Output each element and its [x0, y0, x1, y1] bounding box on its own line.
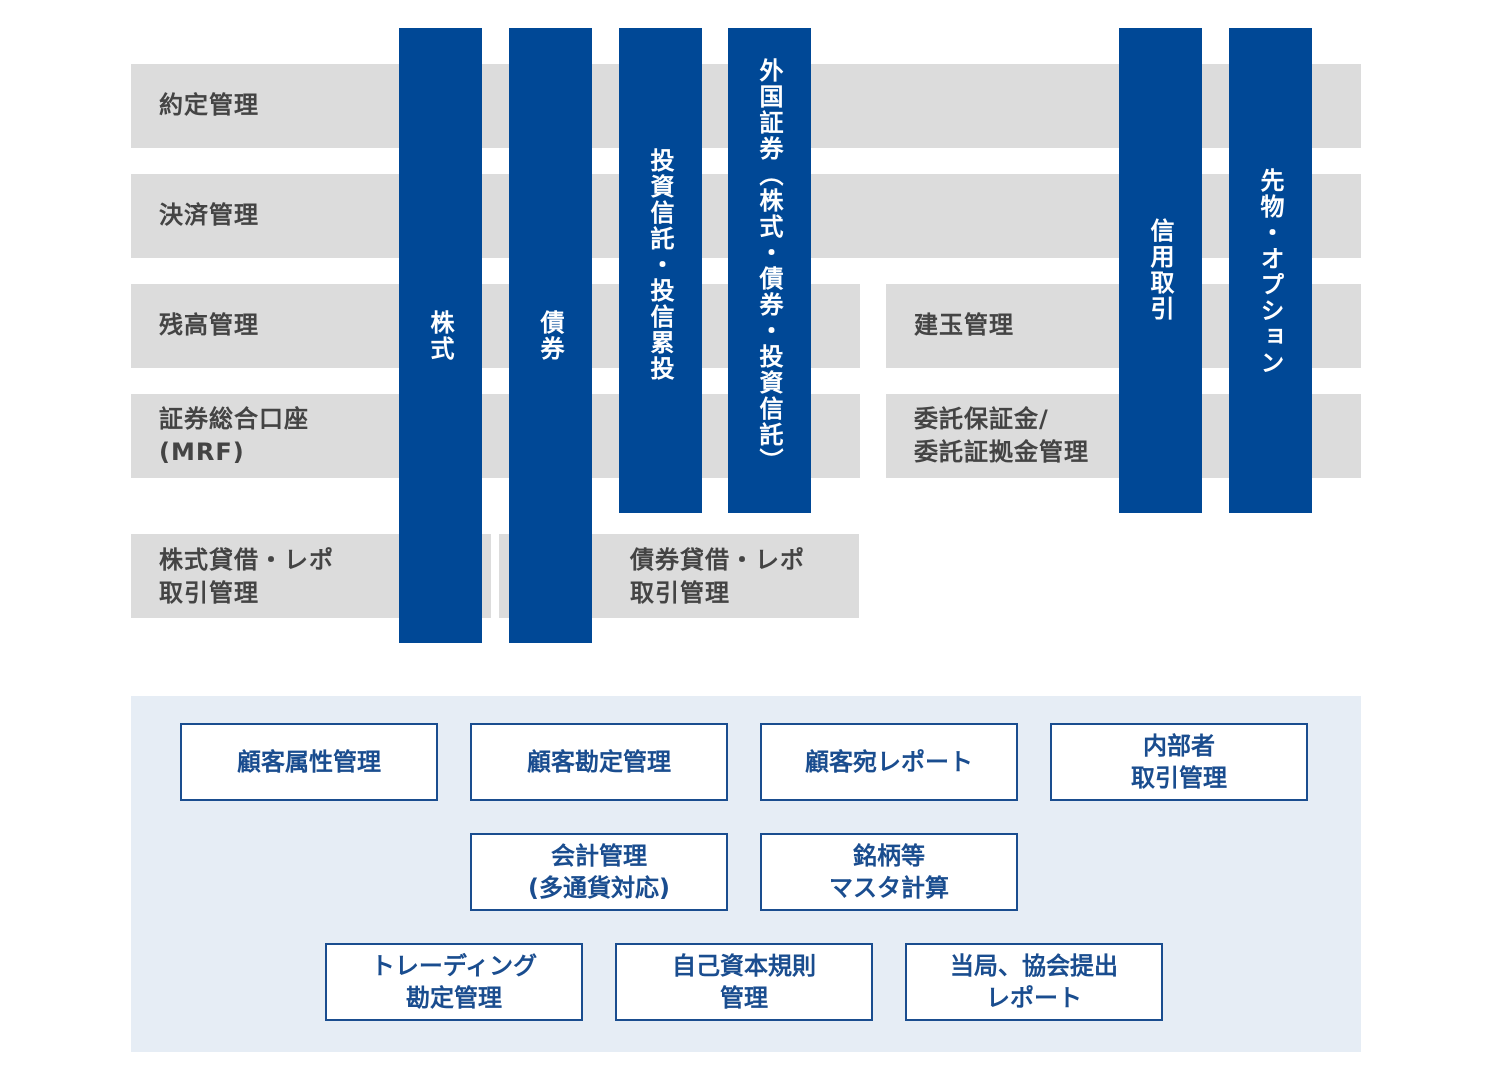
box-jiko-shihon-line1: 自己資本規則 — [672, 952, 816, 980]
box-naibusha: 内部者 取引管理 — [1050, 723, 1308, 801]
box-naibusha-line1: 内部者 — [1143, 732, 1215, 760]
box-trading-line2: 勘定管理 — [406, 984, 502, 1012]
box-jiko-shihon-line2: 管理 — [720, 984, 768, 1012]
box-meigara: 銘柄等 マスタ計算 — [760, 833, 1018, 911]
box-toukyoku-line2: レポート — [986, 984, 1082, 1012]
label-tategyoku: 建玉管理 — [914, 311, 1014, 339]
box-toukyoku-line1: 当局、協会提出 — [950, 952, 1118, 980]
box-jiko-shihon: 自己資本規則 管理 — [615, 943, 873, 1021]
column-saiken-label: 債券 — [536, 309, 564, 362]
label-itaku-1: 委託保証金/ — [914, 405, 1049, 433]
box-kaikei-line2: (多通貨対応) — [528, 874, 670, 902]
column-sakimono-label: 先物・オプション — [1256, 168, 1284, 376]
label-itaku-2: 委託証拠金管理 — [914, 438, 1089, 466]
label-shoken-2: (MRF) — [159, 438, 245, 466]
column-saiken: 債券 — [509, 28, 592, 643]
box-kokyaku-zokusei-label: 顧客属性管理 — [237, 748, 381, 776]
box-kokyaku-kanjo: 顧客勘定管理 — [470, 723, 728, 801]
column-gaikoku: 外国証券（株式・債券・投資信託） — [728, 28, 811, 513]
label-sai-repo-1: 債券貸借・レポ — [630, 546, 805, 574]
label-kabu-repo-1: 株式貸借・レポ — [159, 546, 334, 574]
column-toshin: 投資信託・投信累投 — [619, 28, 702, 513]
label-yakujo: 約定管理 — [159, 91, 259, 119]
column-kabushiki: 株式 — [399, 28, 482, 643]
box-kokyaku-kanjo-label: 顧客勘定管理 — [527, 748, 671, 776]
box-kaikei-line1: 会計管理 — [551, 842, 647, 870]
label-sai-repo-2: 取引管理 — [630, 579, 730, 607]
column-gaikoku-label: 外国証券（株式・債券・投資信託） — [755, 58, 783, 474]
label-kabu-repo-2: 取引管理 — [159, 579, 259, 607]
box-trading-line1: トレーディング — [370, 952, 538, 980]
label-kessai: 決済管理 — [159, 201, 259, 229]
box-toukyoku: 当局、協会提出 レポート — [905, 943, 1163, 1021]
label-shoken-1: 証券総合口座 — [159, 405, 309, 433]
box-kokyaku-report: 顧客宛レポート — [760, 723, 1018, 801]
column-kabushiki-label: 株式 — [426, 309, 454, 362]
box-meigara-line2: マスタ計算 — [829, 874, 949, 902]
column-shinyo: 信用取引 — [1119, 28, 1202, 513]
label-zandaka: 残高管理 — [159, 311, 259, 339]
box-kokyaku-report-label: 顧客宛レポート — [805, 748, 973, 776]
column-sakimono: 先物・オプション — [1229, 28, 1312, 513]
column-shinyo-label: 信用取引 — [1146, 218, 1174, 322]
box-kokyaku-zokusei: 顧客属性管理 — [180, 723, 438, 801]
box-naibusha-line2: 取引管理 — [1131, 764, 1227, 792]
box-kaikei: 会計管理 (多通貨対応) — [470, 833, 728, 911]
box-trading: トレーディング 勘定管理 — [325, 943, 583, 1021]
column-toshin-label: 投資信託・投信累投 — [646, 148, 674, 382]
box-meigara-line1: 銘柄等 — [853, 842, 925, 870]
